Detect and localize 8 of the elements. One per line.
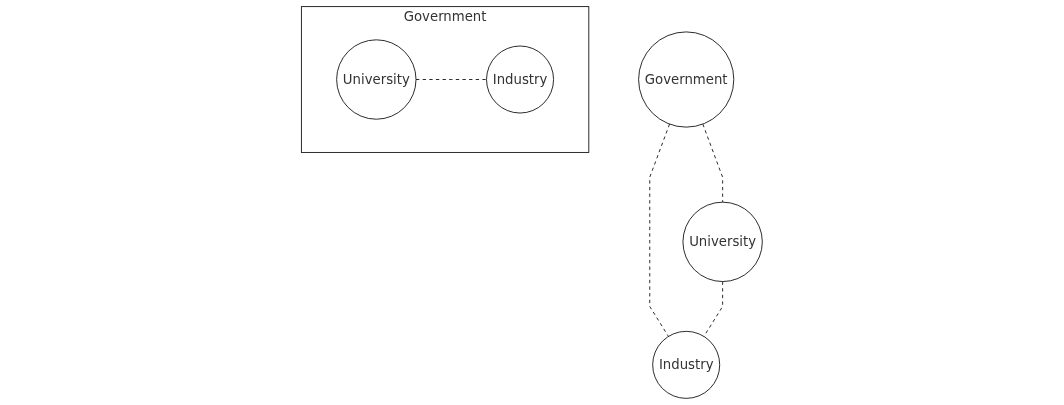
connector — [649, 123, 671, 337]
node-circle: Government — [638, 31, 735, 128]
node-circle: University — [336, 39, 417, 120]
node-circle: University — [682, 201, 763, 282]
node-circle: Industry — [652, 330, 721, 399]
connector — [702, 123, 724, 203]
node-circle: Industry — [486, 45, 555, 114]
connector — [703, 281, 724, 337]
